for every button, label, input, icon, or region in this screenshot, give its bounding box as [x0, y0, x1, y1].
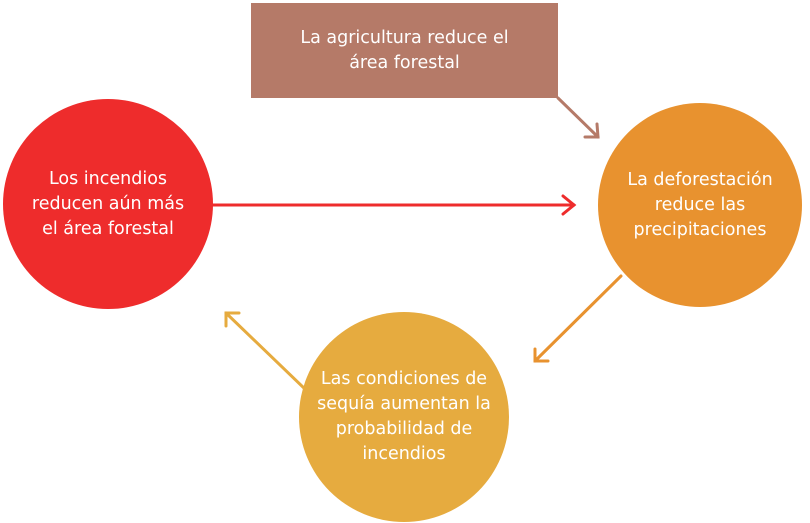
node-agriculture-label: La agricultura reduce el área forestal [300, 27, 509, 73]
node-deforestation-label: La deforestación reduce las precipitacio… [627, 169, 773, 240]
node-agriculture: La agricultura reduce el área forestal [251, 3, 558, 98]
arrow-drought-to-fires [224, 311, 308, 392]
arrow-fires-to-deforestation [209, 194, 577, 216]
arrow-agriculture-to-deforestation [556, 96, 600, 139]
node-drought-label: Las condiciones de sequía aumentan la pr… [317, 369, 491, 464]
node-fires: Los incendios reducen aún más el área fo… [3, 99, 213, 309]
node-fires-label: Los incendios reducen aún más el área fo… [31, 168, 185, 239]
arrow-deforestation-to-drought [533, 274, 623, 363]
node-drought: Las condiciones de sequía aumentan la pr… [299, 312, 509, 522]
node-deforestation: La deforestación reduce las precipitacio… [598, 103, 802, 307]
